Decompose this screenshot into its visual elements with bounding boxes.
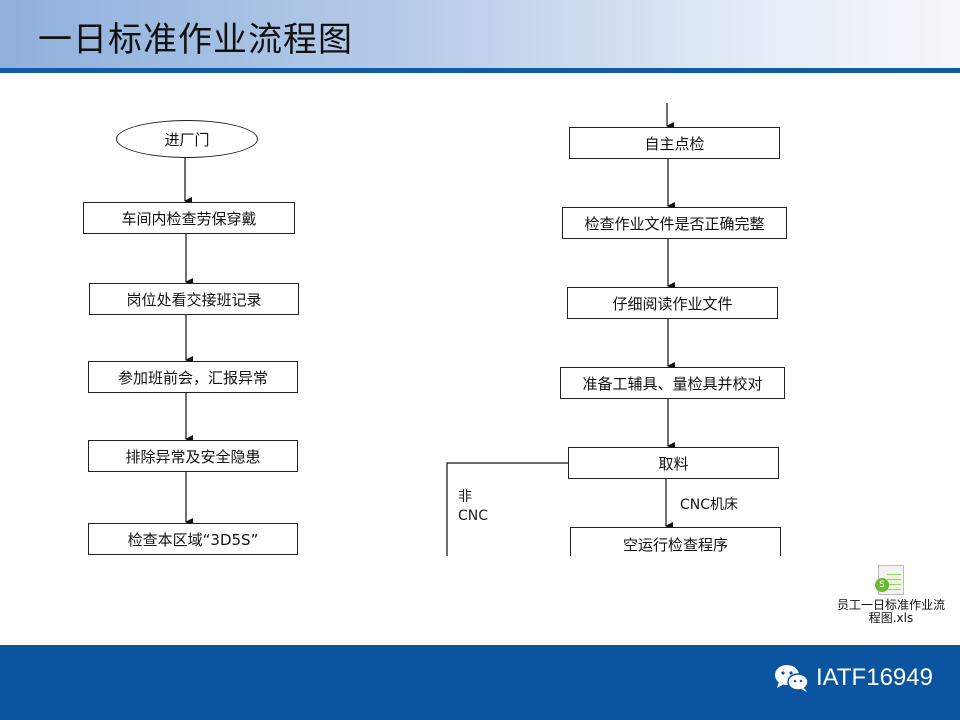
flowchart: 进厂门 车间内检查劳保穿戴 岗位处看交接班记录 参加班前会，汇报异常 排除异常及… <box>0 90 960 556</box>
non-cnc-branch-label: 非CNC <box>458 489 489 524</box>
flow-connectors <box>184 103 675 556</box>
flow-step: 空运行检查程序 <box>570 527 781 556</box>
flow-step: 排除异常及安全隐患 <box>88 440 298 472</box>
footer-brand: IATF16949 <box>774 664 933 692</box>
flow-start-oval: 进厂门 <box>116 120 258 158</box>
brand-text: IATF16949 <box>816 664 933 691</box>
page-title: 一日标准作业流程图 <box>38 20 353 60</box>
wechat-icon <box>775 665 809 692</box>
flow-step: 岗位处看交接班记录 <box>89 283 299 315</box>
flow-step: 参加班前会，汇报异常 <box>88 361 298 393</box>
flow-step: 准备工辅具、量检具并校对 <box>560 367 785 399</box>
spreadsheet-file-icon: S <box>875 565 904 595</box>
attachment-filename: 员工一日标准作业流程图.xls <box>836 598 945 625</box>
cnc-branch-label: CNC机床 <box>680 497 739 513</box>
flow-step: 检查本区域“3D5S” <box>88 523 298 555</box>
header: 一日标准作业流程图 <box>0 0 960 68</box>
flow-step: 车间内检查劳保穿戴 <box>83 202 295 234</box>
flow-step: 取料 <box>568 447 779 479</box>
flow-step: 检查作业文件是否正确完整 <box>562 207 787 239</box>
flow-step: 仔细阅读作业文件 <box>567 287 778 319</box>
non-cnc-branch-line <box>446 462 568 556</box>
attachment-file[interactable]: S 员工一日标准作业流程图.xls <box>836 565 946 625</box>
flow-step: 自主点检 <box>569 127 780 159</box>
header-divider <box>0 68 960 73</box>
